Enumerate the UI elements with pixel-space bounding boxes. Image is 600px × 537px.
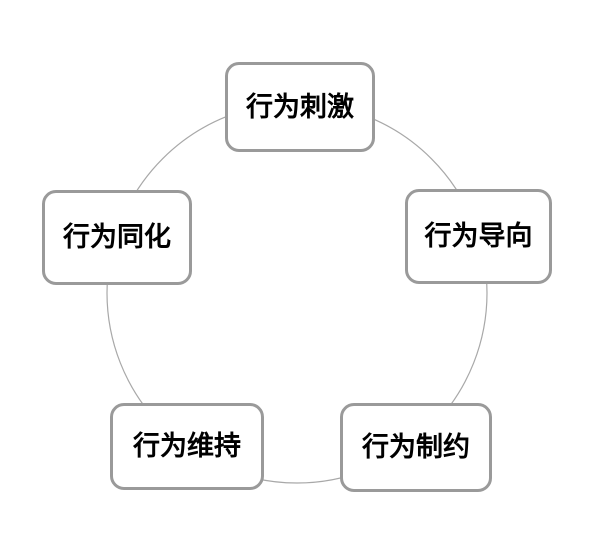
cycle-node-label: 行为同化 [63,222,171,253]
cycle-node-right[interactable]: 行为导向 [405,189,552,284]
cycle-node-left[interactable]: 行为同化 [42,190,192,285]
cycle-node-top[interactable]: 行为刺激 [225,62,375,152]
cycle-node-bottom-left[interactable]: 行为维持 [110,403,264,490]
cycle-node-bottom-right[interactable]: 行为制约 [340,403,492,492]
cycle-node-label: 行为导向 [424,221,533,252]
cycle-node-label: 行为维持 [133,431,241,462]
cycle-node-label: 行为制约 [362,432,470,463]
cycle-node-label: 行为刺激 [246,91,354,123]
